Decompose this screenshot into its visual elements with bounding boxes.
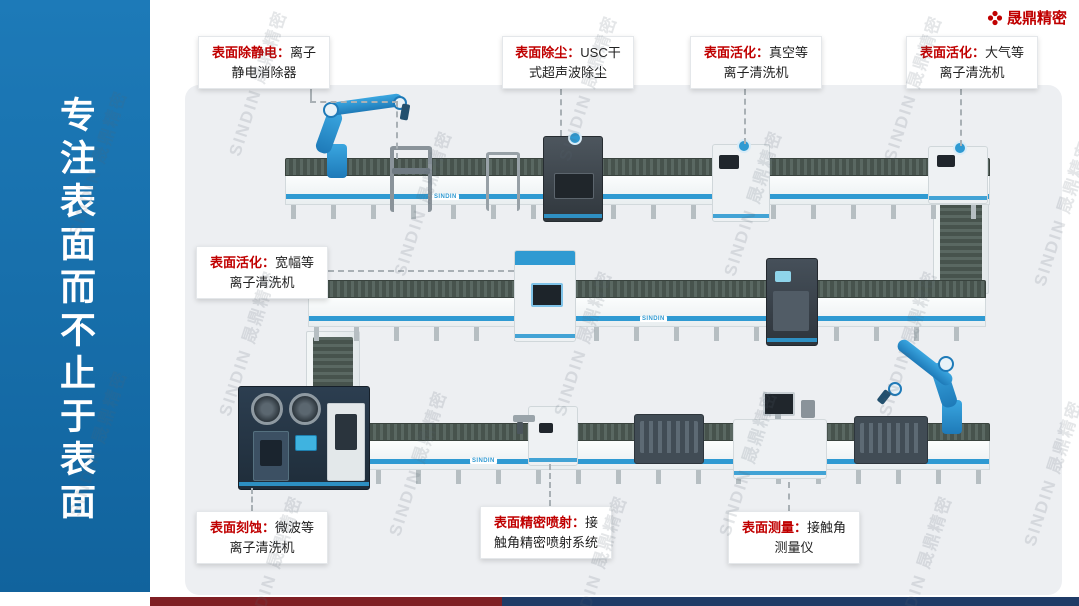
conveyor-side [308, 298, 986, 327]
robot-joint [888, 382, 902, 396]
callout-measurement: 表面测量：接触角测量仪 [728, 511, 860, 564]
callout-connector [251, 488, 253, 511]
robot-gripper [876, 389, 892, 405]
callout-etching: 表面刻蚀：微波等离子清洗机 [196, 511, 328, 564]
machine-window [554, 173, 594, 199]
machine-top-band [515, 251, 575, 265]
footer-bar-blue [502, 597, 1079, 606]
callout-title: 表面活化： [919, 45, 985, 60]
callout-connector [549, 464, 551, 506]
callout-title: 表面刻蚀： [209, 520, 275, 535]
callout-desc: 大气等离子清洗机 [939, 45, 1025, 80]
machine-screen [539, 423, 553, 433]
microwave-plasma-cleaner [238, 386, 370, 490]
plasma-tower-machine [766, 258, 818, 346]
brand-logo-text: 晟鼎精密 [1006, 10, 1067, 27]
ionizer-gantry [390, 146, 432, 212]
conveyor-brand-label: SINDIN [640, 316, 667, 322]
brand-stripe [544, 214, 602, 218]
callout-precision-spray: 表面精密喷射：接触角精密喷射系统 [480, 506, 612, 559]
brand-stripe [529, 458, 577, 462]
callout-title: 表面除静电： [211, 45, 290, 60]
callout-title: 表面活化： [703, 45, 769, 60]
instrument [801, 400, 815, 418]
callout-connector [310, 89, 312, 101]
robot-gripper [399, 103, 411, 121]
callout-desc: 接触角测量仪 [774, 520, 847, 555]
callout-static-elimination: 表面除静电：离子静电消除器 [198, 36, 330, 89]
machine-window [531, 283, 563, 307]
conveyor-brand-label: SINDIN [432, 194, 459, 200]
tray-module [634, 414, 704, 464]
station-cabinet [733, 419, 827, 479]
fan-icon [251, 393, 283, 425]
fan-icon [289, 393, 321, 425]
conveyor-belt [285, 158, 990, 176]
machine-door [253, 431, 289, 481]
brand-stripe [713, 214, 769, 218]
brand-logo-icon [987, 10, 1003, 25]
machine-screen [937, 155, 955, 167]
usc-dust-removal-machine [543, 131, 603, 222]
conveyor-legs [336, 470, 984, 484]
callout-desc: 离子静电消除器 [231, 45, 317, 80]
robot-joint [323, 102, 339, 118]
callout-desc: USC干式超声波除尘 [528, 45, 621, 80]
brand-stripe [767, 338, 817, 342]
callout-desc: 真空等离子清洗机 [723, 45, 809, 80]
conveyor-legs [291, 205, 984, 219]
callout-title: 表面测量： [741, 520, 807, 535]
slide-title: 专注表面而不止于表面 [55, 96, 96, 526]
monitor-icon [763, 392, 795, 416]
conveyor-brand-label: SINDIN [470, 458, 497, 464]
callout-dust-removal: 表面除尘：USC干式超声波除尘 [502, 36, 634, 89]
tray-module [854, 416, 928, 464]
callout-activation-wide: 表面活化：宽幅等离子清洗机 [196, 246, 328, 299]
robot-pedestal [327, 144, 347, 178]
callout-connector [310, 101, 398, 103]
callout-desc: 接触角精密喷射系统 [493, 515, 599, 550]
precision-spray-system [513, 406, 578, 466]
callout-connector [744, 89, 746, 144]
contact-angle-measuring-station [733, 392, 827, 482]
robot-arm-right [876, 326, 998, 438]
control-screen [295, 435, 317, 451]
brand-stripe [734, 471, 826, 475]
wide-plasma-cleaner [514, 250, 576, 342]
atmospheric-plasma-cleaner [928, 141, 988, 204]
callout-activation-vacuum: 表面活化：真空等离子清洗机 [690, 36, 822, 89]
callout-connector [328, 270, 514, 272]
brand-logo: 晟鼎精密 [987, 7, 1067, 28]
brand-stripe [515, 334, 575, 338]
conveyor-top [285, 158, 990, 219]
callout-title: 表面除尘： [515, 45, 581, 60]
callout-title: 表面精密喷射： [493, 515, 585, 530]
monitor-stand [775, 414, 781, 419]
vacuum-plasma-cleaner [712, 139, 770, 222]
machine-panel [773, 291, 809, 331]
brand-stripe [239, 482, 369, 486]
conveyor-side [285, 176, 990, 205]
callout-connector [560, 89, 562, 136]
robot-pedestal [942, 400, 962, 434]
machine-screen [775, 271, 791, 282]
callout-desc: 微波等离子清洗机 [229, 520, 315, 555]
robot-joint [938, 356, 954, 372]
callout-connector [396, 101, 398, 159]
brand-stripe [929, 196, 987, 200]
beacon-icon [568, 131, 582, 145]
spray-nozzle-icon [517, 422, 523, 434]
callout-connector [788, 482, 790, 511]
machine-screen [719, 155, 739, 169]
callout-title: 表面活化： [209, 255, 275, 270]
spray-arm [513, 415, 535, 422]
sidebar: 专注表面而不止于表面 [0, 0, 150, 592]
footer-bar-red [150, 597, 502, 606]
callout-desc: 宽幅等离子清洗机 [229, 255, 315, 290]
sensor-gantry [486, 152, 520, 211]
callout-activation-atmospheric: 表面活化：大气等离子清洗机 [906, 36, 1038, 89]
conveyor-belt [308, 280, 986, 298]
callout-connector [960, 89, 962, 146]
machine-door [327, 403, 365, 481]
